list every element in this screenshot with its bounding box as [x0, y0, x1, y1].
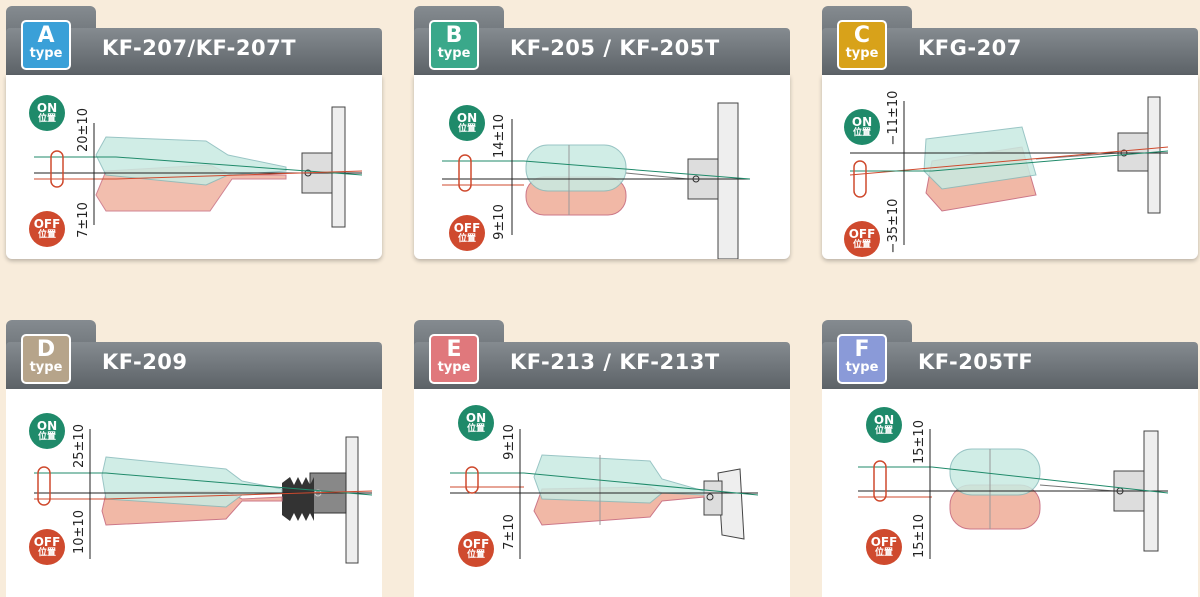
float-switch-diagram — [450, 429, 759, 559]
off-dimension: 7±10 — [502, 514, 517, 550]
type-badge: E type — [429, 334, 479, 384]
type-badge: B type — [429, 20, 479, 70]
on-dimension: −11±10 — [886, 90, 901, 146]
model-name: KF-209 — [102, 350, 188, 374]
type-badge: C type — [837, 20, 887, 70]
model-name: KF-213 / KF-213T — [510, 350, 720, 374]
float-switch-diagram — [34, 429, 373, 564]
float-switch-diagram — [442, 102, 751, 259]
on-dimension: 14±10 — [492, 114, 507, 158]
on-dimension: 15±10 — [912, 420, 927, 464]
float-switch-diagram — [34, 106, 363, 228]
off-dimension: 15±10 — [912, 514, 927, 558]
model-name: KF-205 / KF-205T — [510, 36, 720, 60]
off-dimension: −35±10 — [886, 198, 901, 254]
off-dimension: 9±10 — [492, 204, 507, 240]
float-switch-diagram — [858, 429, 1169, 559]
off-dimension: 10±10 — [72, 510, 87, 554]
type-badge: A type — [21, 20, 71, 70]
model-name: KF-207/KF-207T — [102, 36, 297, 60]
on-dimension: 20±10 — [76, 108, 91, 152]
off-dimension: 7±10 — [76, 202, 91, 238]
type-badge: F type — [837, 334, 887, 384]
type-badge: D type — [21, 334, 71, 384]
float-switch-diagram — [849, 96, 1169, 245]
model-name: KF-205TF — [918, 350, 1034, 374]
model-name: KFG-207 — [918, 36, 1022, 60]
on-dimension: 25±10 — [72, 424, 87, 468]
on-dimension: 9±10 — [502, 424, 517, 460]
